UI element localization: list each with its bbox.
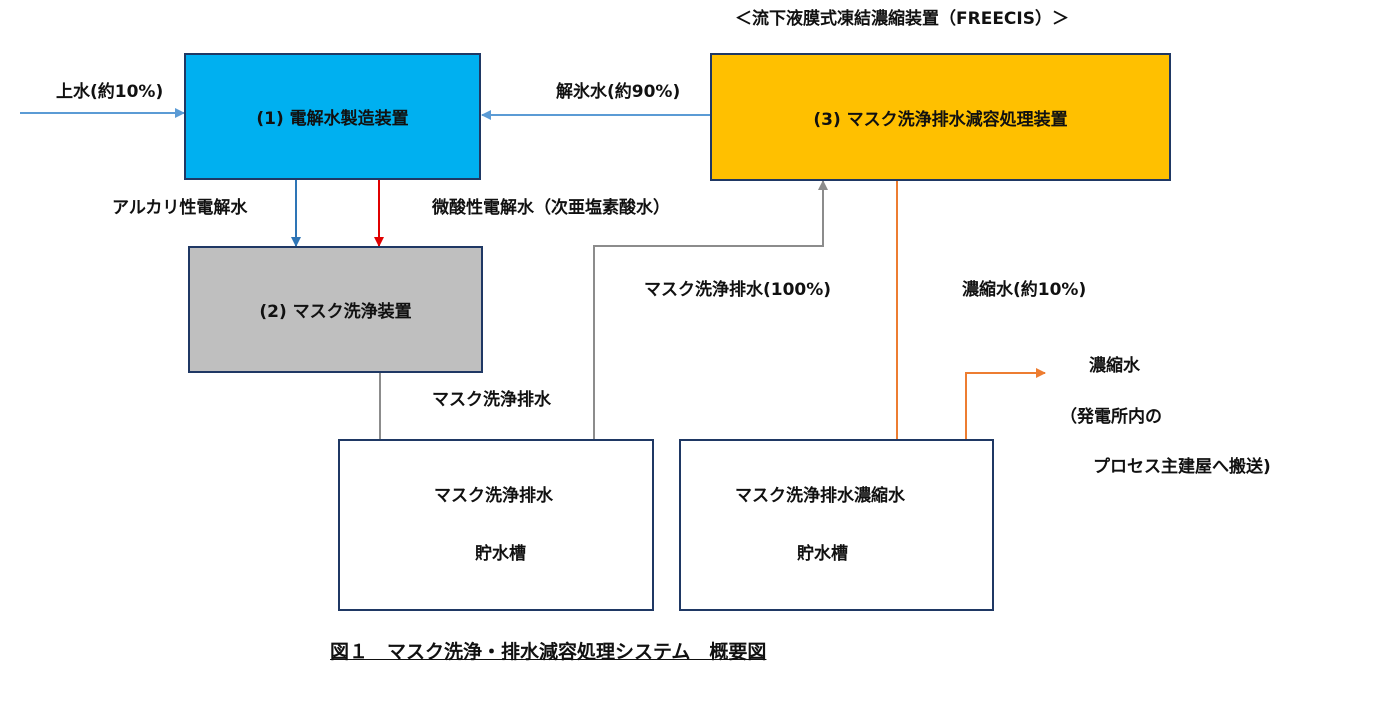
figure-caption: 図１ マスク洗浄・排水減容処理システム 概要図	[330, 641, 767, 663]
label-thawed-water: 解氷水(約90%)	[556, 82, 681, 102]
label-concentrate-10: 濃縮水(約10%)	[962, 280, 1087, 300]
destination-line2: （発電所内の	[1060, 407, 1162, 427]
tank1-line2: 貯水槽	[475, 544, 526, 564]
box1-label: (1) 電解水製造装置	[256, 109, 409, 129]
tank2-line2: 貯水槽	[797, 544, 848, 564]
box2-label: (2) マスク洗浄装置	[259, 302, 412, 322]
box-volume-reduction-unit: (3) マスク洗浄排水減容処理装置	[710, 53, 1171, 181]
tank2-line1: マスク洗浄排水濃縮水	[735, 486, 905, 506]
box-electrolyzed-water-unit: (1) 電解水製造装置	[184, 53, 481, 180]
box3-label: (3) マスク洗浄排水減容処理装置	[813, 109, 1068, 130]
arrow-wastewater-to-box3	[593, 180, 828, 543]
tank-concentrate	[679, 439, 994, 611]
label-wastewater-100: マスク洗浄排水(100%)	[644, 280, 832, 300]
destination-line3: プロセス主建屋へ搬送)	[1093, 457, 1271, 477]
tank1-line1: マスク洗浄排水	[434, 486, 553, 506]
label-acidic: 微酸性電解水（次亜塩素酸水）	[432, 198, 670, 218]
label-wastewater: マスク洗浄排水	[432, 390, 551, 410]
header-title: ＜流下液膜式凍結濃縮装置（FREECIS）＞	[735, 9, 1069, 29]
label-tap-water: 上水(約10%)	[56, 82, 164, 102]
destination-line1: 濃縮水	[1089, 356, 1140, 376]
box-mask-washer: (2) マスク洗浄装置	[188, 246, 483, 373]
label-alkaline: アルカリ性電解水	[112, 198, 248, 218]
tank-wastewater	[338, 439, 654, 611]
